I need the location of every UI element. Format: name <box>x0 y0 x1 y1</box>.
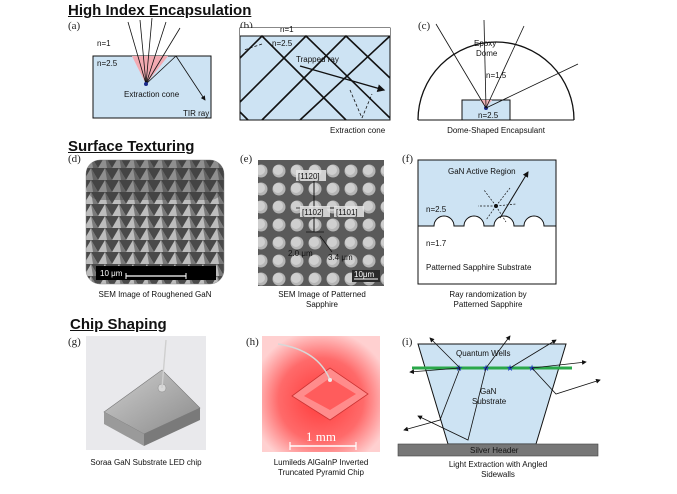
panel-e-d1-label: 2.0 μm <box>288 249 313 258</box>
panel-c-dome-label: Dome <box>476 49 498 58</box>
panel-e-sem-image: [1120] [1102] [1101] 2.0 μm 3.4 μm 10μm <box>258 160 384 286</box>
panel-f-caption-line2: Patterned Sapphire <box>453 300 523 309</box>
panel-f-caption-line1: Ray randomization by <box>449 290 527 299</box>
panel-letter-i: (i) <box>402 336 413 348</box>
panel-f-active-label: GaN Active Region <box>448 167 516 176</box>
panel-h-caption-line1: Lumileds AlGaInP Inverted <box>273 458 369 467</box>
panel-c-n25-label: n=2.5 <box>478 111 499 120</box>
panel-i-caption-line2: Sidewalls <box>481 470 515 479</box>
panel-letter-a: (a) <box>68 20 81 32</box>
section-title-high-index: High Index Encapsulation <box>68 2 252 19</box>
panel-i-qw-star-1: ★ <box>455 364 463 374</box>
panel-h-scale-label: 1 mm <box>306 429 336 444</box>
panel-i-gan-label: GaN <box>480 387 497 396</box>
panel-letter-e: (e) <box>240 153 253 165</box>
panel-f-substrate-label: Patterned Sapphire Substrate <box>426 263 532 272</box>
panel-g-caption: Soraa GaN Substrate LED chip <box>90 458 202 467</box>
panel-i-diagram: ★ ★ ★ ★ Quantum Wells GaN Substrate Silv… <box>397 335 601 457</box>
section-title-surface-texturing: Surface Texturing <box>68 138 195 155</box>
panel-d-scale-label: 10 μm <box>100 269 123 278</box>
panel-i-substrate-label: Substrate <box>472 397 507 406</box>
panel-f-n17-label: n=1.7 <box>426 239 447 248</box>
panel-c-diagram: Epoxy Dome n=1.5 n=2.5 <box>417 19 579 121</box>
panel-letter-g: (g) <box>68 336 81 348</box>
panel-a-n1-label: n=1 <box>97 39 111 48</box>
panel-e-dir3-label: [1101] <box>336 208 358 217</box>
panel-h-photo: 1 mm <box>262 336 380 452</box>
panel-g-photo <box>86 336 206 450</box>
panel-e-caption-line1: SEM Image of Patterned <box>278 290 366 299</box>
panel-e-d2-label: 3.4 μm <box>328 253 353 262</box>
panel-a-diagram: n=1 n=2.5 Extraction cone TIR ray <box>92 17 212 119</box>
panel-letter-c: (c) <box>418 20 431 32</box>
panel-f-diagram: GaN Active Region n=2.5 n=1.7 Patterned … <box>417 159 557 285</box>
panel-i-caption-line1: Light Extraction with Angled <box>448 460 548 469</box>
section-title-chip-shaping: Chip Shaping <box>70 316 167 333</box>
panel-i-header-label: Silver Header <box>470 446 519 455</box>
panel-h-caption-line2: Truncated Pyramid Chip <box>278 468 364 477</box>
panel-a-cone-label: Extraction cone <box>124 90 180 99</box>
panel-letter-f: (f) <box>402 153 413 165</box>
panel-a-n2-label: n=2.5 <box>97 59 118 68</box>
panel-f-n25-label: n=2.5 <box>426 205 447 214</box>
panel-letter-h: (h) <box>246 336 259 348</box>
panel-e-caption-line2: Sapphire <box>305 300 339 309</box>
panel-e-dir1-label: [1120] <box>298 172 320 181</box>
panel-e-dir2-label: [1102] <box>302 208 324 217</box>
panel-c-caption: Dome-Shaped Encapsulant <box>447 126 545 135</box>
panel-d-caption: SEM Image of Roughened GaN <box>98 290 212 299</box>
panel-b-cone-label: Extraction cone <box>330 126 386 135</box>
panel-e-scale-label: 10μm <box>354 270 375 279</box>
panel-i-qw-label: Quantum Wells <box>456 349 511 358</box>
panel-b-diagram: n=1 n=2.5 Trapped ray Extraction cone <box>239 25 391 135</box>
panel-letter-d: (d) <box>68 153 81 165</box>
panel-b-n2-label: n=2.5 <box>272 39 293 48</box>
panel-b-n1-label: n=1 <box>280 25 294 34</box>
panel-c-epoxy-label: Epoxy <box>474 39 496 48</box>
panel-b-trapped-label: Trapped ray <box>296 55 339 64</box>
panel-i-qw-star-4: ★ <box>528 364 536 374</box>
panel-c-n15-label: n=1.5 <box>486 71 507 80</box>
panel-d-sem-image: 10 μm <box>85 159 225 285</box>
panel-i-qw-star-3: ★ <box>506 364 514 374</box>
panel-a-tir-label: TIR ray <box>183 109 209 118</box>
